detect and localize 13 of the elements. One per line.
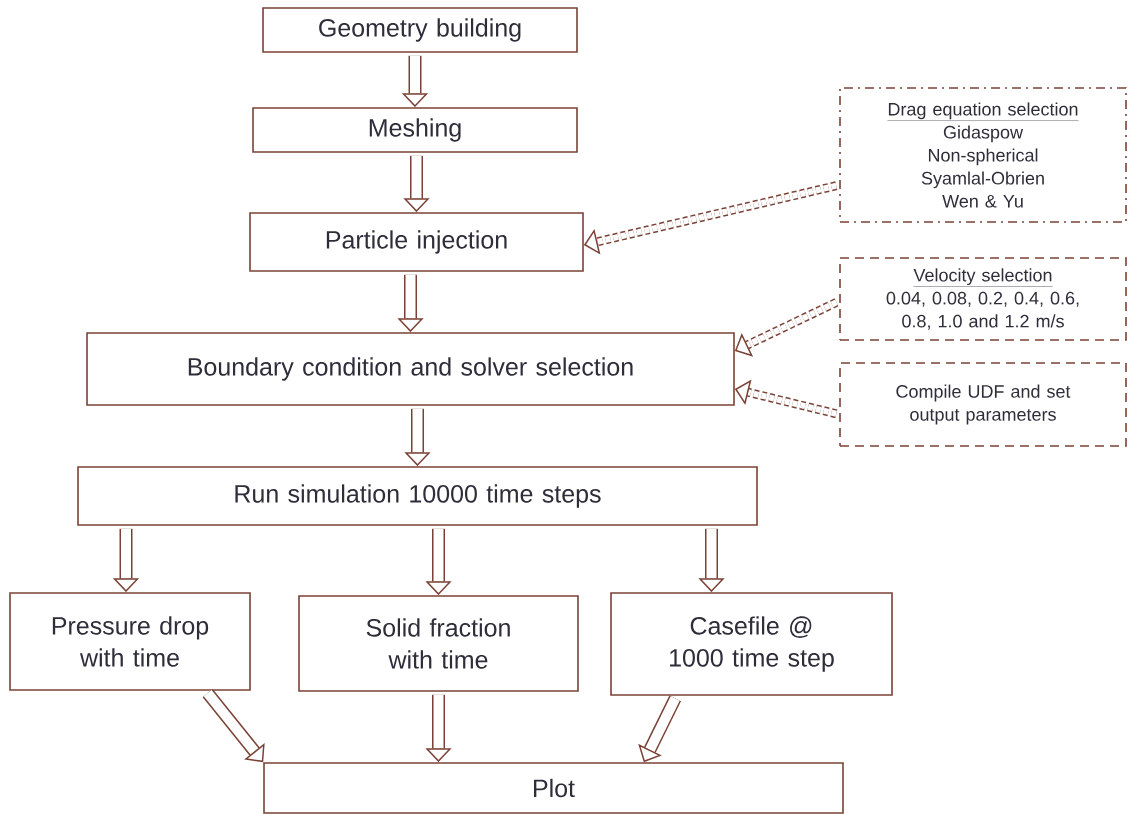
process-box: Particle injection [249, 212, 584, 272]
process-box: Plot [263, 762, 844, 814]
process-box: Casefile @ 1000 time step [610, 592, 893, 696]
process-box: Solid fraction with time [298, 595, 579, 692]
process-box: Boundary condition and solver selection [86, 332, 735, 406]
process-box: Meshing [252, 107, 578, 153]
option-box: Drag equation selection Gidaspow Non-spherical Syamlal-Obrien Wen & Yu [839, 87, 1127, 223]
process-box: Geometry building [262, 7, 578, 53]
process-box: Run simulation 10000 time steps [77, 466, 758, 526]
block-arrow [202, 689, 265, 763]
process-box: Pressure drop with time [9, 592, 251, 691]
option-box: Compile UDF and set output parameters [839, 362, 1127, 447]
option-box: Velocity selection 0.04, 0.08, 0.2, 0.4, 0.6, 0.8, 1.0 and 1.2 m/s [839, 257, 1127, 341]
